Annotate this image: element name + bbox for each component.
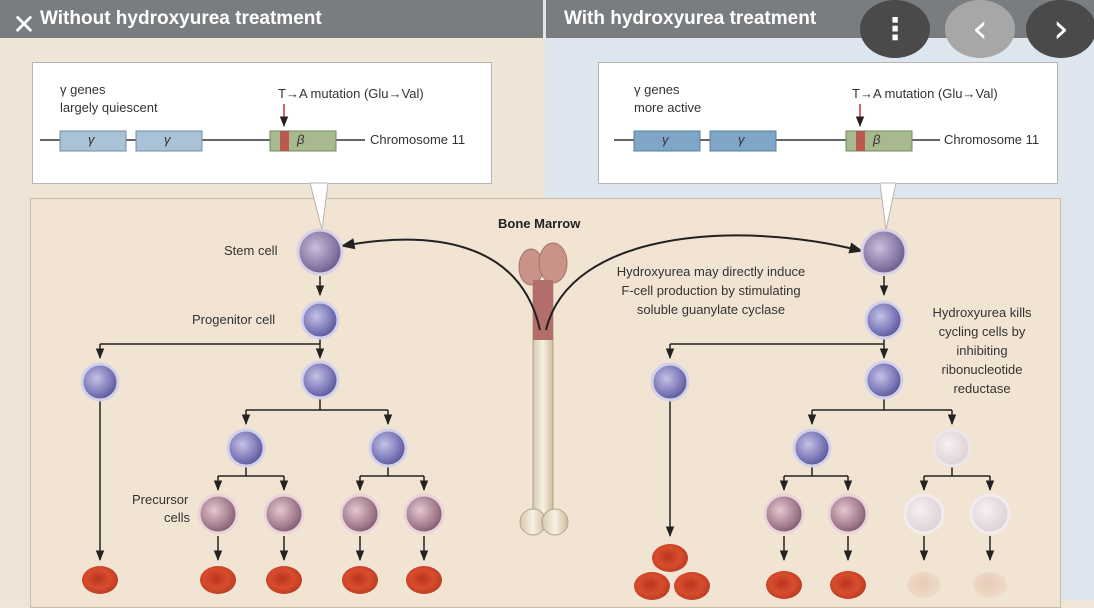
chevron-right-icon: ›: [1053, 6, 1069, 52]
killed-cell: [903, 493, 945, 535]
right-lineage-lines: [665, 276, 995, 562]
gamma-gene-label: γ: [164, 132, 171, 147]
stem-cell: [860, 228, 908, 276]
red-blood-cell: [342, 566, 378, 594]
arrow-to-right-stem: [545, 234, 864, 331]
more-options-button[interactable]: ⋮: [860, 0, 930, 58]
gamma-genes-note-left: γ genes: [60, 82, 106, 97]
right-chromosome: [614, 104, 940, 152]
mutation-label-right: T→A mutation (Glu→Val): [852, 86, 998, 101]
precursor-cell: [263, 493, 305, 535]
precursor-cell: [763, 493, 805, 535]
red-blood-cell: [674, 572, 710, 600]
close-button[interactable]: ✕: [2, 2, 46, 46]
next-button[interactable]: ›: [1026, 0, 1094, 58]
gamma-gene-label: γ: [88, 132, 95, 147]
red-blood-cell: [766, 571, 802, 599]
gamma-genes-note-right-2: more active: [634, 100, 702, 115]
ribonucleotide-reductase-note: Hydroxyurea kills cycling cells by inhib…: [932, 305, 1032, 396]
red-blood-cell: [830, 571, 866, 599]
red-blood-cell: [82, 566, 118, 594]
progenitor-cell: [300, 360, 340, 400]
progenitor-cell: [226, 428, 266, 468]
progenitor-cell-label: Progenitor cell: [192, 312, 276, 327]
precursor-cells-label: Precursor: [132, 492, 189, 507]
progenitor-cell: [864, 360, 904, 400]
right-gene-box: [598, 62, 1058, 184]
red-blood-cell: [200, 566, 236, 594]
previous-button[interactable]: ‹: [945, 0, 1015, 58]
gamma-gene-label: γ: [662, 132, 669, 147]
chevron-left-icon: ‹: [972, 6, 988, 52]
progenitor-cell: [300, 300, 340, 340]
chromosome-label-right: Chromosome 11: [944, 132, 1040, 147]
killed-cell: [932, 428, 972, 468]
left-lineage-lines: [95, 276, 429, 562]
progenitor-cell: [368, 428, 408, 468]
red-blood-cell: [406, 566, 442, 594]
red-blood-cell: [652, 544, 688, 572]
precursor-cells-label-2: cells: [164, 510, 191, 525]
progenitor-cell: [864, 300, 904, 340]
stem-cell: [296, 228, 344, 276]
progenitor-cell: [80, 362, 120, 402]
red-blood-cell: [634, 572, 670, 600]
left-gene-box: [32, 62, 492, 184]
pale-red-cell: [973, 572, 1007, 598]
precursor-cell: [339, 493, 381, 535]
arrow-to-left-stem: [340, 238, 541, 331]
more-vertical-icon: ⋮: [880, 11, 910, 47]
left-panel-title: Without hydroxyurea treatment: [0, 0, 543, 38]
gamma-gene-label: γ: [738, 132, 745, 147]
gamma-genes-note-left-2: largely quiescent: [60, 100, 158, 115]
pale-red-cell: [907, 572, 941, 598]
left-chromosome: [40, 104, 365, 152]
precursor-cell: [827, 493, 869, 535]
beta-gene-label: β: [297, 132, 305, 147]
progenitor-cell: [650, 362, 690, 402]
right-callout-pointer: [879, 182, 897, 231]
mutation-label-left: T→A mutation (Glu→Val): [278, 86, 424, 101]
fcell-induction-note: Hydroxyurea may directly induce F-cell p…: [616, 264, 806, 317]
progenitor-cell: [792, 428, 832, 468]
precursor-cell: [197, 493, 239, 535]
close-icon: ✕: [12, 7, 36, 41]
bone-marrow-title: Bone Marrow: [498, 216, 581, 231]
beta-gene-label: β: [873, 132, 881, 147]
gamma-genes-note-right: γ genes: [634, 82, 680, 97]
red-blood-cell: [266, 566, 302, 594]
precursor-cell: [403, 493, 445, 535]
stem-cell-label: Stem cell: [224, 243, 278, 258]
chromosome-label-left: Chromosome 11: [370, 132, 466, 147]
left-callout-pointer: [309, 182, 329, 231]
bone-icon: [518, 242, 569, 536]
killed-cell: [969, 493, 1011, 535]
